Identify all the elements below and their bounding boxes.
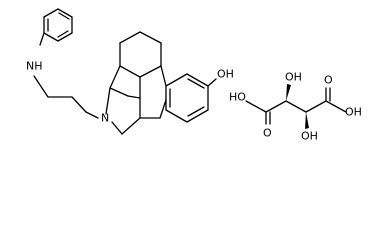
acid-carbonyl-o-left-label: O [263,127,272,140]
morphinan-skeleton [105,31,217,135]
hydroxy-oh-top-label: OH [285,71,302,84]
acid-oh-right-label: OH [345,106,362,119]
phenyl-ring [43,8,73,42]
acid-ho-left-label: HO [229,91,246,104]
chemical-structure-drawing: NH N OH HO O OH OH O OH [26,8,362,143]
tartaric-acid [245,84,347,129]
tertiary-amine-n-label: N [101,112,109,125]
hydroxy-oh-bottom-label: OH [301,130,318,143]
phenol-oh-label: OH [217,68,234,81]
amine-nh-label: NH [26,60,43,73]
aminopropyl-chain [33,32,99,119]
acid-carbonyl-o-right-label: O [324,74,333,87]
